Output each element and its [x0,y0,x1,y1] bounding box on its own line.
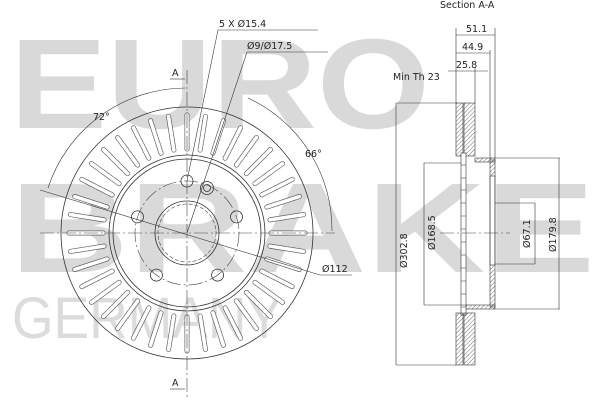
section-title: Section A-A [440,0,495,11]
locating-hole-inner [203,184,211,192]
hat-diameter-label: Ø168.5 [427,215,438,250]
watermark-germany: GERMANY [12,286,282,351]
locating-hole-leader [186,51,328,234]
center-bore-label: Ø67.1 [522,219,533,248]
bolt-hole [131,210,144,224]
front-view: Ø112 5 X Ø15.4 Ø9/Ø17.5 72° 66° A A [39,19,352,400]
angle-66-label: 66° [305,149,322,160]
hat-outer-diameter-label: Ø179.8 [548,217,559,252]
angle-72-label: 72° [93,112,110,123]
section-marker-top: A [172,68,179,79]
bolt-hole-leader [186,29,318,182]
locating-hole-outer [200,181,214,195]
bolt-holes-label: 5 X Ø15.4 [219,19,266,30]
angle-arc-66 [247,97,333,232]
section-view: Section A-A 51.1 [393,0,560,366]
angle-arc-72 [47,87,186,189]
hat-height-label: 44.9 [462,42,483,53]
bolt-hole [230,210,243,224]
pcd-leader-line [39,189,321,276]
overall-height-label: 51.1 [466,24,487,35]
thickness-label: 25.8 [456,60,477,71]
min-thickness-label: Min Th 23 [393,72,440,83]
bolt-hole [211,268,225,282]
locating-hole-label: Ø9/Ø17.5 [247,41,292,52]
outer-diameter-label: Ø302.8 [399,233,410,268]
pcd-label: Ø112 [322,264,348,275]
section-marker-bottom: A [172,378,179,389]
bolt-hole [149,268,163,282]
